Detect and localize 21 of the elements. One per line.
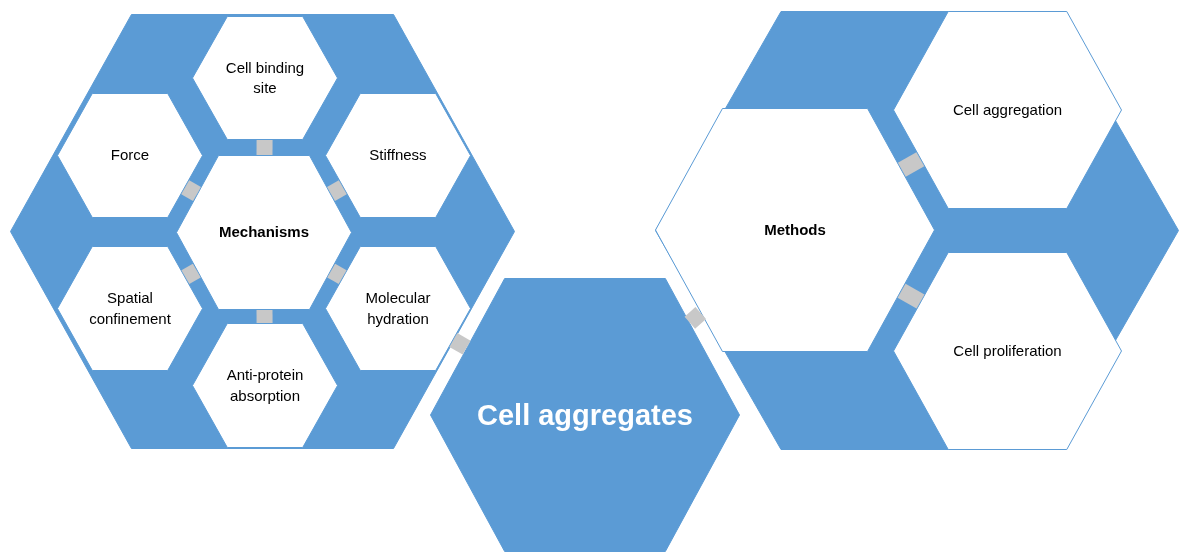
connector-joint [327,263,347,285]
node-label: Cell aggregation [952,99,1063,120]
connector-joint [256,309,273,324]
node-label: Cell proliferation [953,340,1062,361]
node-label: Stiffness [369,145,427,166]
connector-joint [684,307,707,329]
node-label: Cell binding site [224,57,306,98]
node-label: Methods [764,219,826,240]
node-label: Force [110,145,150,166]
connector-joint [181,263,201,285]
connector-joint [897,152,925,177]
node-label: Molecular hydration [364,288,432,329]
node-label: Anti-protein absorption [225,365,305,406]
connector-joint [449,333,471,355]
node-label: Mechanisms [218,222,309,243]
node-label: Spatial confinement [88,288,172,329]
connector-joint [181,180,201,201]
connector-joint [897,283,925,309]
node-label: Cell aggregates [477,397,693,433]
connector-joint [256,139,273,156]
connector-joint [327,180,347,201]
